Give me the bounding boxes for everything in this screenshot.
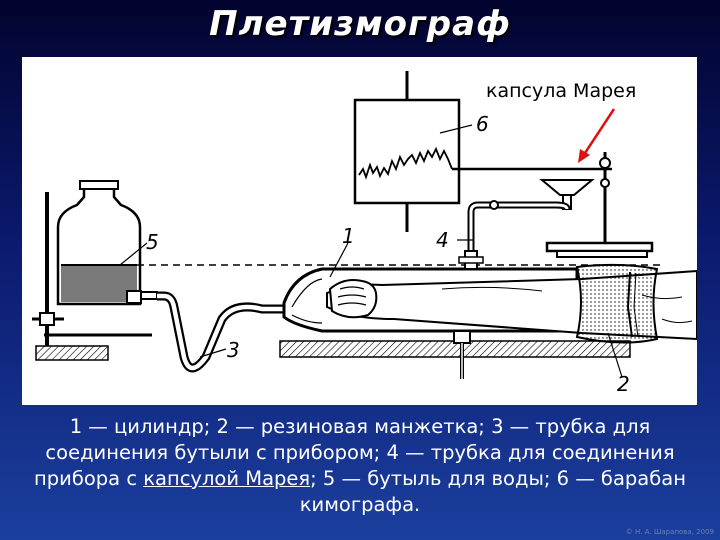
- label-1: 1: [342, 224, 355, 248]
- kymograph-drum: [353, 71, 592, 232]
- copyright-note: © Н. А. Шарапова, 2009: [625, 528, 714, 536]
- retort-stand: [32, 192, 152, 346]
- marey-capsule-annotation: капсула Марея: [486, 80, 636, 102]
- leader-lines: [119, 124, 623, 378]
- label-3: 3: [227, 338, 240, 362]
- water-bottle: [56, 180, 158, 306]
- slide-title: Плетизмограф: [209, 4, 511, 44]
- figure-caption: 1 — цилиндр; 2 — резиновая манжетка; 3 —…: [10, 414, 710, 518]
- label-6: 6: [476, 112, 489, 136]
- rubber-cuff: [575, 263, 659, 344]
- kymograph-trace: [358, 146, 453, 180]
- label-4: 4: [436, 228, 449, 252]
- connecting-tube-4: [467, 200, 571, 251]
- label-5: 5: [146, 230, 159, 254]
- stand-base: [35, 345, 109, 361]
- plethysmograph-figure: 6 1 4 5 3 2 капсула Марея: [22, 57, 697, 405]
- plethysmograph-diagram: 6 1 4 5 3 2 капсула Марея: [32, 71, 697, 396]
- annotation-arrow: [578, 108, 616, 163]
- label-2: 2: [617, 372, 630, 396]
- caption-part-2: ; 5 — бутыль для воды; 6 — барабан кимог…: [299, 467, 686, 516]
- marey-capsule-link[interactable]: капсулой Марея: [143, 467, 311, 490]
- caption-part-1: 1 — цилиндр; 2 — резиновая манжетка; 3 —…: [34, 415, 675, 490]
- marey-capsule: [539, 152, 654, 258]
